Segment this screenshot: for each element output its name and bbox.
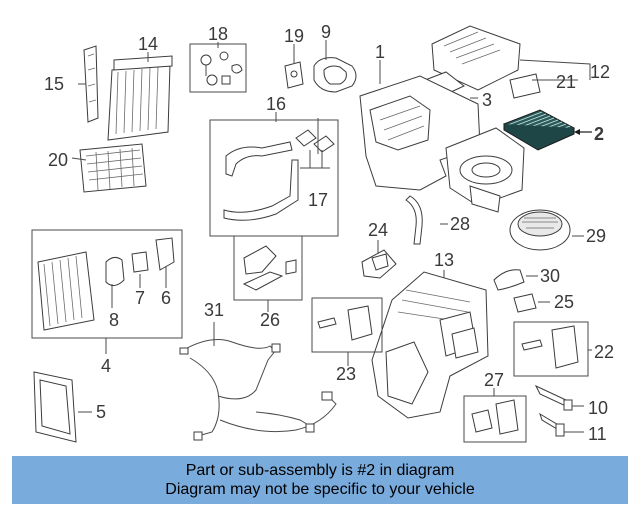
callout-12: 12 [590, 62, 610, 82]
callout-31: 31 [204, 300, 224, 320]
part-9-gasket [313, 57, 357, 93]
part-18-hardware-kit [189, 43, 247, 93]
exploded-parts-diagram: 1 2 3 4 5 6 7 8 9 10 11 12 13 14 15 16 1… [31, 22, 614, 444]
callout-17: 17 [308, 190, 328, 210]
callout-numbers: 1 2 3 4 5 6 7 8 9 10 11 12 13 14 15 16 1… [44, 22, 614, 444]
callout-25: 25 [554, 292, 574, 312]
callout-20: 20 [48, 150, 68, 170]
part-2-leader-arrow [574, 129, 580, 135]
callout-11: 11 [588, 424, 607, 444]
banner-line-part-number: Part or sub-assembly is #2 in diagram [185, 462, 455, 479]
part-5-seal [33, 371, 77, 443]
part-23-door-kit [311, 297, 383, 353]
banner-line-disclaimer: Diagram may not be specific to your vehi… [165, 481, 475, 498]
part-4-evaporator-kit [31, 229, 183, 339]
part-2-cabin-air-filter [502, 109, 576, 151]
part-19-clip [284, 61, 304, 89]
callout-15: 15 [44, 74, 64, 94]
callout-22: 22 [594, 342, 614, 362]
callout-21: 21 [556, 72, 576, 92]
callout-26: 26 [260, 310, 280, 330]
callout-1: 1 [375, 42, 385, 62]
callout-13: 13 [434, 250, 454, 270]
callout-4: 4 [101, 356, 111, 376]
part-11-sensor [539, 412, 565, 437]
part-29-blower-motor [509, 209, 571, 251]
part-30-sensor [493, 269, 525, 291]
part-20-evaporator [79, 143, 147, 193]
part-13-lower-hvac-assembly [371, 271, 489, 419]
callout-16: 16 [266, 94, 286, 114]
part-16-hose-kit [209, 119, 339, 237]
callout-30: 30 [540, 266, 560, 286]
callout-18: 18 [208, 24, 228, 44]
part-27-sensor-kit [463, 395, 527, 443]
part-28-drain-hose [405, 195, 423, 245]
part-31-wiring-harness [179, 339, 337, 441]
callout-27: 27 [484, 370, 504, 390]
callout-28: 28 [450, 214, 470, 234]
part-15-bracket [83, 45, 99, 123]
callout-10: 10 [588, 398, 608, 418]
part-10-sensor [534, 384, 573, 411]
part-22-door-kit [513, 321, 589, 377]
callout-3: 3 [482, 90, 492, 110]
callout-2: 2 [594, 124, 604, 144]
callout-7: 7 [135, 288, 145, 308]
leader-lines [71, 40, 592, 433]
diagram-note-banner: Part or sub-assembly is #2 in diagram Di… [12, 456, 628, 504]
callout-5: 5 [96, 402, 106, 422]
callout-19: 19 [284, 26, 304, 46]
part-25-resistor [513, 293, 537, 313]
part-26-actuator-kit [233, 235, 303, 301]
callout-24: 24 [368, 220, 388, 240]
callout-6: 6 [161, 288, 171, 308]
part-24-actuator [361, 249, 397, 279]
part-1-hvac-case [359, 75, 525, 213]
callout-9: 9 [321, 22, 331, 42]
callout-29: 29 [586, 226, 606, 246]
callout-23: 23 [336, 364, 356, 384]
callout-14: 14 [138, 34, 158, 54]
part-14-heater-core [107, 55, 173, 141]
callout-8: 8 [109, 310, 119, 330]
